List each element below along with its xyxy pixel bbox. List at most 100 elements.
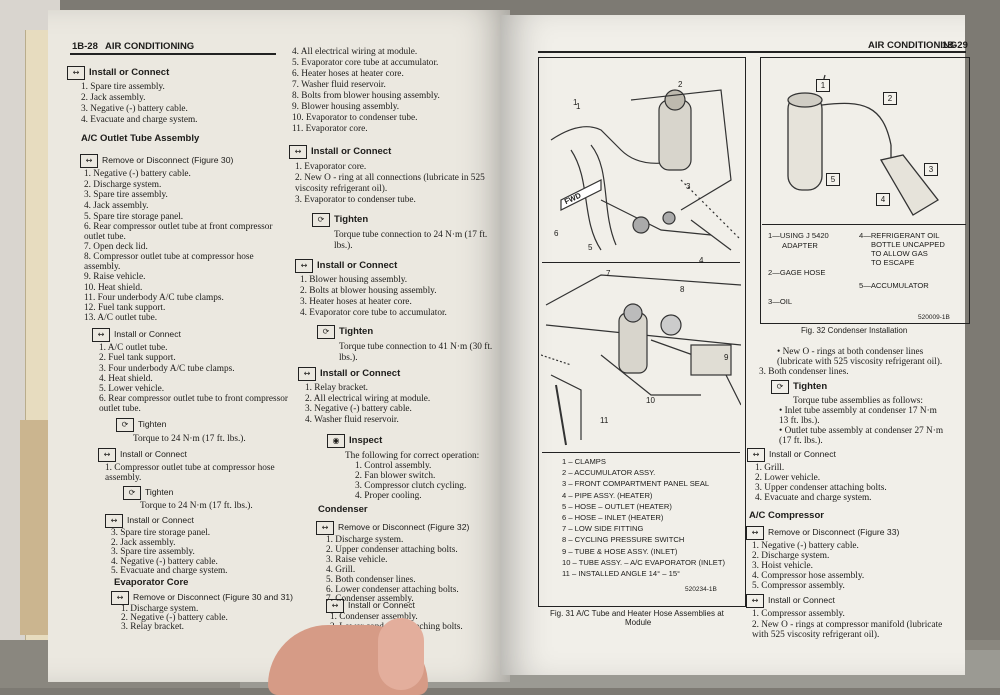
step-text: 1. Discharge system.: [121, 604, 199, 614]
figure-31-frame: [538, 57, 746, 607]
step-text: 1. Compressor assembly.: [752, 609, 845, 619]
step-text: Torque to 24 N·m (17 ft. lbs.).: [140, 501, 253, 511]
connect-icon: ↔: [67, 66, 85, 80]
heading-remove-or-disconnect-figure-30: Remove or Disconnect (Figure 30): [102, 155, 234, 165]
heading-install-or-connect: Install or Connect: [120, 449, 187, 459]
step-text: 8. Compressor outlet tube at compressor …: [84, 252, 254, 262]
step-text: with 525 viscosity refrigerant oil).: [752, 630, 880, 640]
step-text: Torque tube assemblies as follows:: [793, 396, 923, 406]
step-text: 4. Heat shield.: [99, 374, 153, 384]
step-text: 1. Negative (-) battery cable.: [752, 541, 859, 551]
step-text: 3. Heater hoses at heater core.: [300, 297, 412, 307]
step-text: 2. Fuel tank support.: [99, 353, 176, 363]
step-text: 2. Fan blower switch.: [355, 471, 436, 481]
step-text: 7. Condenser assembly.: [326, 594, 414, 604]
figure-31-legend-item: 11 – INSTALLED ANGLE 14° – 15°: [562, 569, 681, 578]
figure-31-bottom-drawing: [540, 265, 742, 450]
heading-remove-or-disconnect-figure-33: Remove or Disconnect (Figure 33): [768, 527, 900, 537]
heading-install-or-connect: Install or Connect: [320, 368, 401, 379]
heading-tighten: Tighten: [145, 487, 174, 497]
figure-31-callout: 6: [554, 229, 559, 238]
step-text: 11. Evaporator core.: [292, 124, 368, 134]
figure-31-legend-item: 2 – ACCUMULATOR ASSY.: [562, 468, 656, 478]
heading-tighten: Tighten: [793, 381, 828, 392]
heading-remove-or-disconnect-figure-32: Remove or Disconnect (Figure 32): [338, 522, 470, 532]
heading-install-or-connect: Install or Connect: [348, 600, 415, 610]
step-text: 6. Rear compressor outlet tube to front …: [99, 394, 288, 404]
heading-inspect: Inspect: [349, 435, 383, 446]
step-text: 1. Compressor outlet tube at compressor …: [105, 463, 275, 473]
figure-31-callout: 11: [600, 416, 609, 425]
step-text: 9. Blower housing assembly.: [292, 102, 400, 112]
right-page: [500, 15, 965, 675]
step-text: • New O - rings at both condenser lines: [777, 347, 924, 357]
figure-31-caption: Fig. 31 A/C Tube and Heater Hose Assembl…: [550, 609, 724, 618]
figure-32-legend-item: TO ALLOW GAS: [871, 249, 928, 258]
step-text: 9. Raise vehicle.: [84, 272, 146, 282]
connect-icon: ↔: [92, 328, 110, 342]
left-section-title: AIR CONDITIONING: [105, 41, 195, 52]
figure-31-legend-item: 1 – CLAMPS: [562, 457, 606, 466]
heading-install-or-connect: Install or Connect: [311, 146, 392, 157]
heading-tighten: Tighten: [138, 419, 167, 429]
step-text: 5. Evaporator core tube at accumulator.: [292, 58, 439, 68]
step-text: 2. Discharge system.: [84, 180, 162, 190]
figure-31-legend-item: 10 – TUBE ASSY. – A/C EVAPORATOR (INLET): [562, 557, 726, 567]
step-text: 2. Upper condenser attaching bolts.: [326, 545, 458, 555]
step-text: 6. Rear compressor outlet tube at front …: [84, 222, 273, 232]
figure-32-legend-item: BOTTLE UNCAPPED: [871, 240, 945, 249]
figure-32-callout: 1: [816, 79, 830, 92]
step-text: 3. Negative (-) battery cable.: [81, 104, 188, 114]
right-page-number: 1B-29: [942, 40, 968, 51]
step-text: 3. Spare tire assembly.: [111, 547, 195, 557]
step-text: 1. Relay bracket.: [305, 383, 368, 393]
figure-32-callout: 5: [826, 173, 840, 186]
connect-icon: ↔: [747, 448, 765, 462]
figure-31-callout: 2: [678, 80, 683, 89]
heading-install-or-connect: Install or Connect: [127, 515, 194, 525]
step-text: 4. Evacuate and charge system.: [81, 115, 198, 125]
step-text: 2. All electrical wiring at module.: [305, 394, 431, 404]
step-text: lbs.).: [334, 241, 353, 251]
figure-31-callout: 4: [699, 256, 704, 265]
step-text: 2. New O - ring at all connections (lubr…: [295, 173, 485, 183]
step-text: 5. Spare tire storage panel.: [84, 212, 184, 222]
step-text: 3. Relay bracket.: [121, 622, 184, 632]
step-text: 2. Negative (-) battery cable.: [121, 613, 228, 623]
figure-32-code: 520009-1B: [918, 314, 950, 321]
figure-32-legend-item: 4—REFRIGERANT OIL: [859, 231, 940, 240]
connect-icon: ↔: [289, 145, 307, 159]
step-text: 2. Jack assembly.: [81, 93, 146, 103]
step-text: 3. Compressor clutch cycling.: [355, 481, 467, 491]
step-text: The following for correct operation:: [345, 451, 480, 461]
connect-icon: ↔: [111, 591, 129, 605]
step-text: 4. All electrical wiring at module.: [292, 47, 418, 57]
left-page-number: 1B-28: [72, 41, 98, 52]
figure-32-callout: 4: [876, 193, 890, 206]
heading-remove-or-disconnect-figure-30-and-31: Remove or Disconnect (Figure 30 and 31): [133, 592, 294, 602]
step-text: 7. Open deck lid.: [84, 242, 148, 252]
step-text: 4. Jack assembly.: [84, 201, 149, 211]
figure-31-callout: 1: [576, 102, 581, 111]
figure-31-legend-item: 8 – CYCLING PRESSURE SWITCH: [562, 535, 685, 545]
figure-31-callout: 7: [606, 269, 611, 278]
heading-install-or-connect: Install or Connect: [317, 260, 398, 271]
thumb: [378, 618, 424, 690]
tighten-icon: ⟳: [116, 418, 134, 432]
heading-evaporator-core: Evaporator Core: [114, 577, 189, 588]
connect-icon: ↔: [98, 448, 116, 462]
step-text: Torque tube connection to 41 N·m (30 ft.: [339, 342, 493, 352]
step-text: 2. Bolts at blower housing assembly.: [300, 286, 437, 296]
tighten-icon: ⟳: [312, 213, 330, 227]
figure-31-legend-item: 5 – HOSE – OUTLET (HEATER): [562, 501, 672, 511]
step-text: 4. Evaporator core tube to accumulator.: [300, 308, 447, 318]
figure-32-legend-item: 1—USING J 5420: [768, 231, 829, 240]
figure-31-top-drawing: [541, 60, 742, 260]
step-text: 5. Both condenser lines.: [326, 575, 416, 585]
figure-31-legend-item: 4 – PIPE ASSY. (HEATER): [562, 490, 653, 500]
figure-31-callout: 10: [646, 396, 655, 405]
connect-icon: ↔: [746, 526, 764, 540]
connect-icon: ↔: [295, 259, 313, 273]
right-header-rule: [538, 51, 966, 53]
figure-31-divider: [542, 262, 740, 263]
